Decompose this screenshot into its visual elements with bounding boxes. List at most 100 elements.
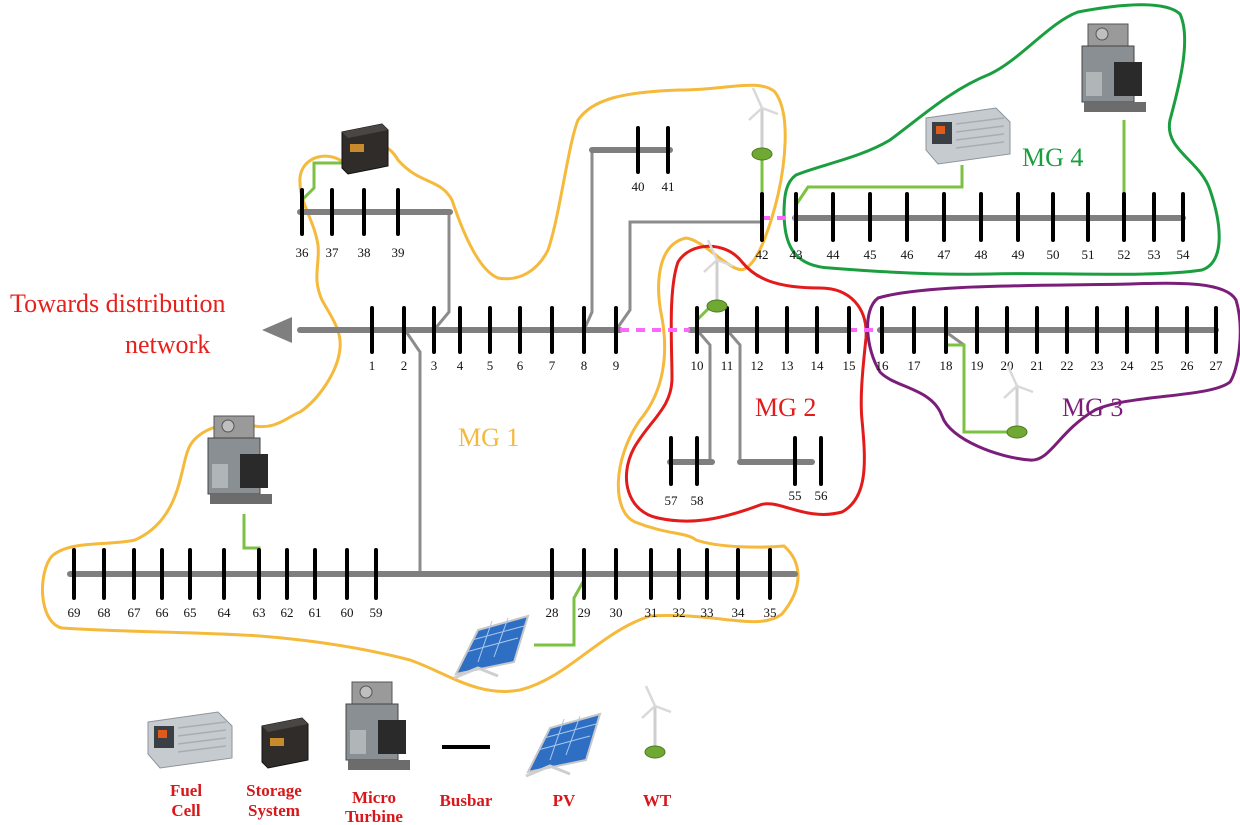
mg4-boundary bbox=[782, 3, 1221, 276]
bus-number-63: 63 bbox=[253, 605, 266, 620]
tie-switches bbox=[620, 216, 880, 332]
bus-number-24: 24 bbox=[1121, 358, 1135, 373]
bus-number-46: 46 bbox=[901, 247, 915, 262]
legend-label: Cell bbox=[171, 801, 201, 820]
bus-number-20: 20 bbox=[1001, 358, 1014, 373]
legend-fuel-cell: Fuel Cell bbox=[147, 711, 233, 820]
bus-number-34: 34 bbox=[732, 605, 746, 620]
bus-number-49: 49 bbox=[1012, 247, 1025, 262]
bus-number-37: 37 bbox=[326, 245, 340, 260]
bus-number-10: 10 bbox=[691, 358, 704, 373]
bus-number-60: 60 bbox=[341, 605, 354, 620]
bus-number-7: 7 bbox=[549, 358, 556, 373]
bus-number-29: 29 bbox=[578, 605, 591, 620]
bus-number-40: 40 bbox=[632, 179, 645, 194]
bus-number-6: 6 bbox=[517, 358, 524, 373]
bus-number-32: 32 bbox=[673, 605, 686, 620]
legend-storage-system: Storage System bbox=[246, 717, 309, 820]
bus-number-1: 1 bbox=[369, 358, 376, 373]
bus-number-30: 30 bbox=[610, 605, 623, 620]
bus-number-38: 38 bbox=[358, 245, 371, 260]
bus-number-2: 2 bbox=[401, 358, 408, 373]
bus-number-11: 11 bbox=[721, 358, 734, 373]
storage-battery-icon bbox=[341, 123, 389, 175]
bus-number-33: 33 bbox=[701, 605, 714, 620]
bus-number-43: 43 bbox=[790, 247, 803, 262]
fuel-cell-icon bbox=[147, 711, 233, 769]
bus-number-48: 48 bbox=[975, 247, 988, 262]
legend-wt: WT bbox=[640, 684, 673, 810]
bus-number-17: 17 bbox=[908, 358, 922, 373]
bus-number-56: 56 bbox=[815, 488, 829, 503]
bus-number-66: 66 bbox=[156, 605, 170, 620]
bus-number-27: 27 bbox=[1210, 358, 1224, 373]
bus-number-42: 42 bbox=[756, 247, 769, 262]
bus-number-41: 41 bbox=[662, 179, 675, 194]
legend-label: Fuel bbox=[170, 781, 202, 800]
mg2-label: MG 2 bbox=[755, 393, 816, 422]
mg2-boundary bbox=[625, 244, 868, 523]
bus-number-23: 23 bbox=[1091, 358, 1104, 373]
bus-number-21: 21 bbox=[1031, 358, 1044, 373]
bus-number-28: 28 bbox=[546, 605, 559, 620]
towards-network-label-line1: Towards distribution bbox=[10, 289, 226, 318]
legend-label: Busbar bbox=[440, 791, 493, 810]
mg4-label: MG 4 bbox=[1022, 143, 1083, 172]
bus-number-18: 18 bbox=[940, 358, 953, 373]
wind-turbine-icon bbox=[747, 86, 780, 162]
bus-number-65: 65 bbox=[184, 605, 197, 620]
bus-number-15: 15 bbox=[843, 358, 856, 373]
wind-turbine-icon bbox=[1002, 364, 1035, 440]
bus-number-25: 25 bbox=[1151, 358, 1164, 373]
bus-number-52: 52 bbox=[1118, 247, 1131, 262]
micro-turbine-icon bbox=[345, 681, 411, 771]
legend-label: Storage bbox=[246, 781, 302, 800]
storage-battery-icon bbox=[261, 717, 309, 769]
bus-number-62: 62 bbox=[281, 605, 294, 620]
bus-ticks bbox=[72, 126, 1218, 600]
bus-number-16: 16 bbox=[876, 358, 890, 373]
legend-label: Micro bbox=[352, 788, 396, 807]
bus-number-55: 55 bbox=[789, 488, 802, 503]
mg3-label: MG 3 bbox=[1062, 393, 1123, 422]
bus-number-22: 22 bbox=[1061, 358, 1074, 373]
bus-number-53: 53 bbox=[1148, 247, 1161, 262]
mg1-boundary bbox=[41, 83, 800, 693]
bus-number-69: 69 bbox=[68, 605, 81, 620]
bus-number-67: 67 bbox=[128, 605, 142, 620]
bus-number-45: 45 bbox=[864, 247, 877, 262]
bus-number-50: 50 bbox=[1047, 247, 1060, 262]
micro-turbine-icon bbox=[207, 415, 273, 505]
bus-number-9: 9 bbox=[613, 358, 620, 373]
towards-network-arrow bbox=[262, 317, 292, 343]
legend-micro-turbine: Micro Turbine bbox=[345, 681, 411, 825]
bus-number-54: 54 bbox=[1177, 247, 1191, 262]
legend-busbar: Busbar bbox=[440, 745, 493, 810]
fuel-cell-icon bbox=[925, 107, 1011, 165]
bus-number-68: 68 bbox=[98, 605, 111, 620]
bus-number-4: 4 bbox=[457, 358, 464, 373]
legend-label: WT bbox=[643, 791, 672, 810]
legend: Fuel Cell Storage System Micro Turbine B… bbox=[147, 681, 673, 825]
bus-number-13: 13 bbox=[781, 358, 794, 373]
bus-number-57: 57 bbox=[665, 493, 679, 508]
solar-panel-icon bbox=[452, 614, 530, 680]
legend-label: System bbox=[248, 801, 300, 820]
bus-number-3: 3 bbox=[431, 358, 438, 373]
bus-number-58: 58 bbox=[691, 493, 704, 508]
bus-number-26: 26 bbox=[1181, 358, 1195, 373]
bus-number-47: 47 bbox=[938, 247, 952, 262]
mg1-label: MG 1 bbox=[458, 423, 519, 452]
bus-number-12: 12 bbox=[751, 358, 764, 373]
legend-label: PV bbox=[553, 791, 576, 810]
bus-number-19: 19 bbox=[971, 358, 984, 373]
legend-pv: PV bbox=[524, 712, 602, 810]
bus-number-61: 61 bbox=[309, 605, 322, 620]
micro-turbine-icon bbox=[1081, 23, 1147, 113]
bus-number-31: 31 bbox=[645, 605, 658, 620]
solar-panel-icon bbox=[524, 712, 602, 778]
bus-number-51: 51 bbox=[1082, 247, 1095, 262]
bus-number-5: 5 bbox=[487, 358, 494, 373]
mg3-boundary bbox=[866, 281, 1240, 462]
